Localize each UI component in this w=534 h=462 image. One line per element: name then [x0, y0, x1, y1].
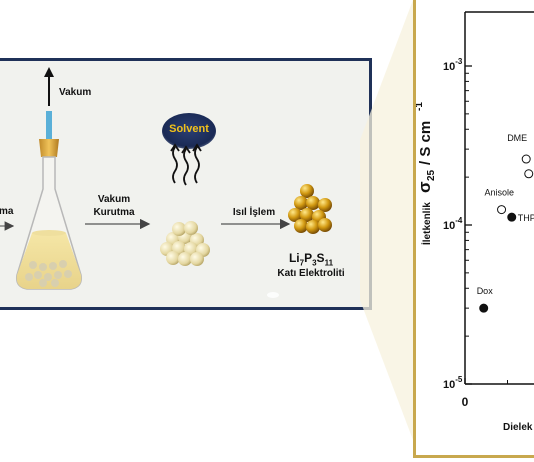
flask-icon [15, 111, 83, 290]
conductivity-chart: İletkenlik σ 25 / S cm -1 10-310-410-501… [413, 0, 534, 458]
data-point-label: DME [507, 133, 527, 143]
svg-text:/ S cm: / S cm [417, 121, 434, 165]
heat-label: Isıl İşlem [232, 207, 276, 218]
product-caption: Katı Elektroliti [277, 268, 345, 279]
svg-text:İletkenlik: İletkenlik [420, 202, 433, 245]
data-point [524, 169, 534, 179]
product-formula: Li7P3S11 [288, 251, 334, 268]
y-tick-label: 10-3 [443, 57, 463, 73]
data-point [507, 212, 517, 222]
evaporation-icon [170, 143, 202, 186]
dried-powder-icon [160, 221, 210, 266]
data-point-label: THP [518, 213, 534, 223]
solvent-bubble [162, 113, 216, 149]
electrolyte-crystal-icon [288, 184, 332, 234]
data-point [497, 205, 507, 215]
drying-label-line1: Vakum [97, 194, 131, 205]
process-diagram [0, 67, 332, 298]
x-axis-title-fragment: Dielek [503, 422, 533, 433]
left-fragment-label: ma [0, 206, 14, 217]
y-tick-label: 10-5 [443, 375, 463, 391]
data-point-label: Dox [477, 286, 494, 296]
svg-text:σ: σ [416, 181, 434, 193]
y-tick-label: 10-4 [443, 216, 463, 232]
solvent-label: Solvent [169, 123, 209, 135]
zoom-connector [360, 0, 413, 440]
drying-label-line2: Kurutma [93, 207, 135, 218]
y-axis-title: İletkenlik σ 25 / S cm -1 [414, 102, 437, 245]
x-tick-label: 0 [462, 395, 469, 409]
process-panel: ma Vakum Solvent Vakum Kurutma Isıl İşle… [0, 58, 372, 310]
data-point-label: Anisole [485, 188, 515, 198]
chart-svg: İletkenlik σ 25 / S cm -1 10-310-410-501… [414, 11, 534, 433]
svg-text:-1: -1 [416, 102, 425, 111]
vacuum-label: Vakum [59, 87, 92, 98]
data-point [521, 154, 531, 164]
svg-text:25: 25 [426, 169, 437, 181]
data-point [479, 303, 489, 313]
